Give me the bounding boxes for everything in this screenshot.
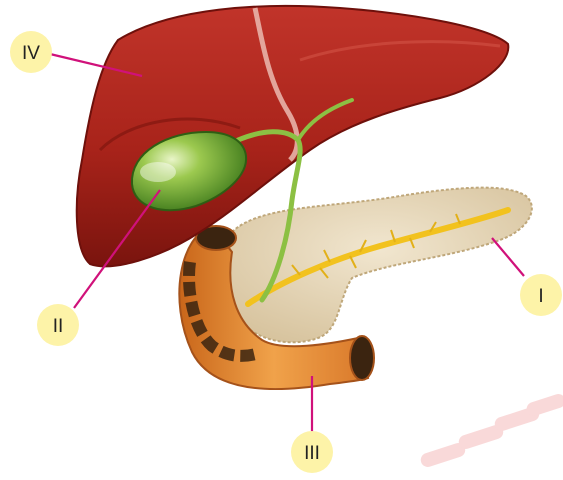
duodenum-opening-end <box>350 336 374 380</box>
label-iii: III <box>291 431 333 473</box>
label-ii: II <box>37 304 79 346</box>
pancreas <box>226 188 531 343</box>
gallbladder-highlight <box>140 162 176 182</box>
label-iv: IV <box>10 31 52 73</box>
decorative-stripes <box>419 392 563 469</box>
leader-line-i <box>492 238 524 276</box>
label-ii-text: II <box>53 316 64 337</box>
label-iii-text: III <box>304 443 320 464</box>
label-i: I <box>520 274 562 316</box>
label-i-text: I <box>538 286 543 307</box>
label-iv-text: IV <box>22 43 40 64</box>
